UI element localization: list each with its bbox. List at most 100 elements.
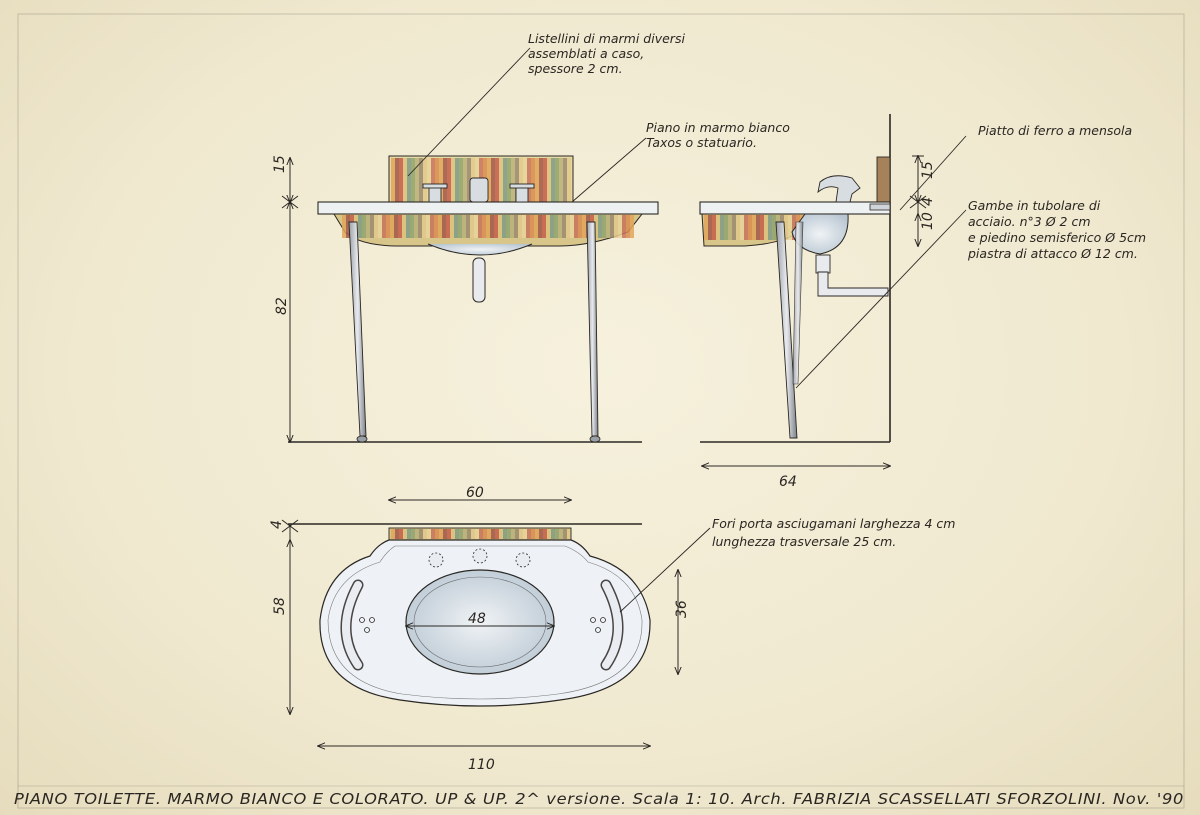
marble-strip xyxy=(606,215,610,238)
marble-strip xyxy=(630,215,634,238)
marble-strip xyxy=(539,158,543,202)
marble-strip xyxy=(407,529,411,539)
marble-strip xyxy=(446,215,450,238)
marble-strip xyxy=(406,215,410,238)
marble-strip xyxy=(454,215,458,238)
marble-strip xyxy=(542,215,546,238)
marble-strip xyxy=(431,529,435,539)
marble-strip xyxy=(470,215,474,238)
marble-strip xyxy=(530,215,534,238)
marble-strip xyxy=(720,215,724,240)
marble-strip xyxy=(455,158,459,202)
marble-strip xyxy=(559,529,563,539)
marble-strip xyxy=(499,529,503,539)
faucet-side xyxy=(817,175,861,203)
leg-left xyxy=(348,221,367,437)
marble-strip xyxy=(523,529,527,539)
marble-strip xyxy=(415,158,419,202)
plan-bowl xyxy=(405,569,555,675)
marble-strip xyxy=(547,158,551,202)
marble-strip xyxy=(534,215,538,238)
marble-strip xyxy=(495,529,499,539)
note-piano-1: Piano in marmo bianco xyxy=(646,120,790,135)
side-top xyxy=(699,201,891,215)
marble-strip xyxy=(712,215,716,240)
marble-strip xyxy=(499,158,503,202)
marble-strip xyxy=(394,215,398,238)
marble-strip xyxy=(538,215,542,238)
marble-strip xyxy=(415,529,419,539)
marble-strip xyxy=(724,215,728,240)
marble-strip xyxy=(531,158,535,202)
leader-piano xyxy=(571,137,647,203)
side-apron-strips xyxy=(704,215,806,240)
dim-plan-110: 110 xyxy=(468,757,495,773)
marble-strip xyxy=(455,529,459,539)
marble-strip xyxy=(423,158,427,202)
marble-strip xyxy=(578,215,582,238)
marble-strip xyxy=(506,215,510,238)
marble-strip xyxy=(764,215,768,240)
bowl-side xyxy=(791,213,849,255)
leg-right xyxy=(586,221,599,437)
marble-strip xyxy=(563,529,567,539)
note-listellini-1: Listellini di marmi diversi xyxy=(528,31,685,46)
marble-strip xyxy=(474,215,478,238)
marble-strip xyxy=(527,529,531,539)
marble-strip xyxy=(748,215,752,240)
dim-plan-58: 58 xyxy=(272,597,288,615)
marble-strip xyxy=(510,215,514,238)
dim-plan-48: 48 xyxy=(468,611,486,627)
marble-strip xyxy=(519,529,523,539)
marble-strip xyxy=(435,529,439,539)
marble-strip xyxy=(523,158,527,202)
marble-strip xyxy=(471,529,475,539)
marble-strip xyxy=(567,158,571,202)
marble-strip xyxy=(594,215,598,238)
marble-strip xyxy=(422,215,426,238)
plan-strips xyxy=(391,529,570,539)
marble-strip xyxy=(768,215,772,240)
marble-strip xyxy=(792,215,796,240)
plan-view xyxy=(281,500,678,746)
dim-side-depth: 64 xyxy=(779,474,797,490)
dim-plan-60: 60 xyxy=(466,485,484,501)
note-gambe-3: e piedino semisferico Ø 5cm xyxy=(968,230,1146,245)
marble-strip xyxy=(483,529,487,539)
marble-strip xyxy=(443,529,447,539)
marble-strip xyxy=(431,158,435,202)
marble-strip xyxy=(439,158,443,202)
marble-strip xyxy=(543,529,547,539)
bowl-front xyxy=(427,243,533,256)
side-backsplash xyxy=(876,156,891,204)
dim-side-lower: 10 xyxy=(920,212,936,230)
marble-strip xyxy=(451,529,455,539)
marble-strip xyxy=(704,215,708,240)
marble-strip xyxy=(752,215,756,240)
apron-strips xyxy=(342,215,634,238)
dim-front-total: 82 xyxy=(274,297,290,315)
marble-strip xyxy=(407,158,411,202)
marble-strip xyxy=(503,529,507,539)
note-fori-1: Fori porta asciugamani larghezza 4 cm xyxy=(712,516,955,531)
marble-strip xyxy=(502,215,506,238)
marble-strip xyxy=(507,158,511,202)
marble-strip xyxy=(346,215,350,238)
note-listellini-3: spessore 2 cm. xyxy=(528,61,623,76)
dim-side-top: 15 xyxy=(920,161,936,179)
marble-strip xyxy=(515,529,519,539)
marble-strip xyxy=(395,158,399,202)
marble-strip xyxy=(410,215,414,238)
note-listellini-2: assemblati a caso, xyxy=(528,46,644,61)
marble-strip xyxy=(486,215,490,238)
marble-strip xyxy=(736,215,740,240)
marble-strip xyxy=(370,215,374,238)
marble-strip xyxy=(358,215,362,238)
marble-strip xyxy=(622,215,626,238)
note-piatto: Piatto di ferro a mensola xyxy=(978,123,1132,138)
marble-strip xyxy=(411,158,415,202)
marble-strip xyxy=(744,215,748,240)
marble-strip xyxy=(411,529,415,539)
